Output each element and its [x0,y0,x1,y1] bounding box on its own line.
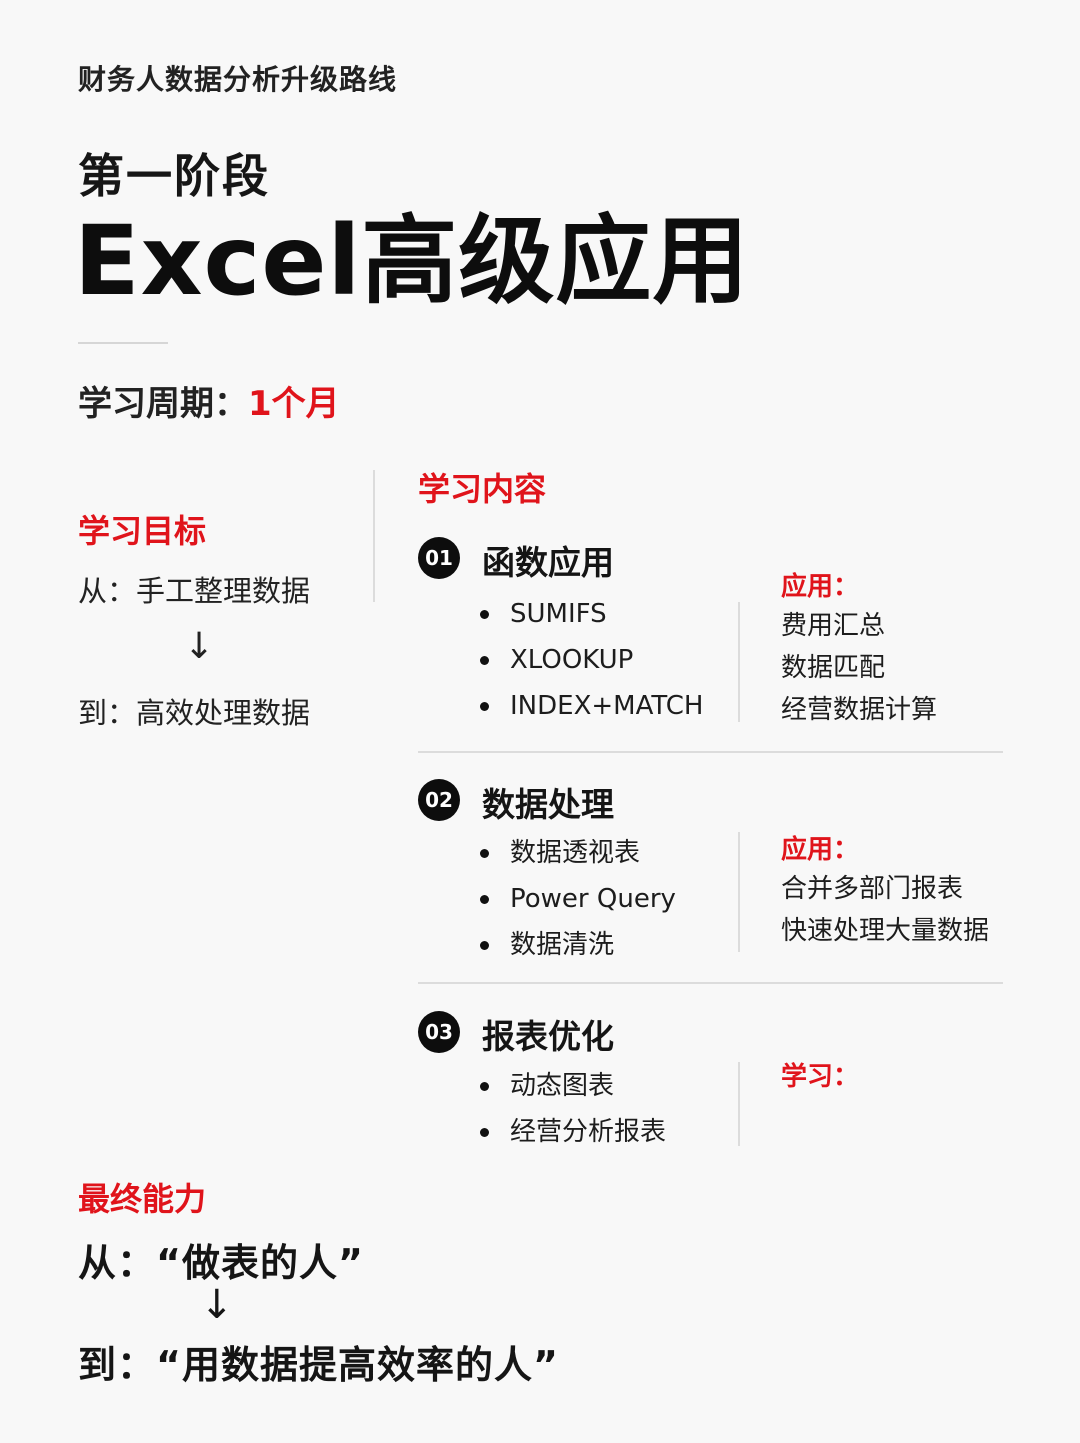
study-period: 学习周期：1个月 [78,376,340,425]
list-item: 动态图表 [480,1063,666,1109]
down-arrow-icon: ↓ [184,626,215,667]
goal-from: 从：手工整理数据 [78,574,311,608]
goal-to: 到：高效处理数据 [78,696,311,730]
study-label: 学习： [781,1062,860,1092]
list-item: XLOOKUP [480,637,703,683]
final-to: 到：“用数据提高效率的人” [78,1343,559,1387]
list-item: INDEX+MATCH [480,683,703,729]
application-list: 合并多部门报表 快速处理大量数据 [781,868,989,952]
list-item: SUMIFS [480,591,703,637]
column-divider [373,470,375,602]
page-title: Excel高级应用 [74,205,750,317]
down-arrow-icon: ↓ [200,1282,234,1328]
final-ability-heading: 最终能力 [78,1180,207,1218]
series-title: 财务人数据分析升级路线 [78,63,398,96]
application-item: 合并多部门报表 [781,874,964,904]
section-items: 动态图表 经营分析报表 [480,1063,666,1155]
section-number-badge: 02 [418,779,460,821]
title-divider [78,342,168,344]
goal-heading: 学习目标 [78,512,207,550]
section-divider [738,602,740,722]
list-item: 数据透视表 [480,830,676,876]
section-separator [418,982,1003,984]
section-items: SUMIFS XLOOKUP INDEX+MATCH [480,591,703,729]
section-items: 数据透视表 Power Query 数据清洗 [480,830,676,968]
final-from: 从：“做表的人” [78,1241,364,1285]
list-item: 数据清洗 [480,922,676,968]
stage-label: 第一阶段 [78,149,270,203]
section-title: 数据处理 [482,785,614,824]
application-list: 费用汇总 数据匹配 经营数据计算 [781,605,937,731]
application-label: 应用： [781,835,860,865]
study-period-label: 学习周期： [78,384,248,424]
list-item: 经营分析报表 [480,1109,666,1155]
application-item: 经营数据计算 [781,695,938,725]
content-heading: 学习内容 [418,470,547,508]
study-period-value: 1个月 [248,384,340,424]
section-title: 函数应用 [482,543,614,582]
section-title: 报表优化 [482,1017,614,1056]
application-item: 费用汇总 [781,611,886,641]
section-separator [418,751,1003,753]
section-divider [738,832,740,952]
application-item: 数据匹配 [781,653,886,683]
application-label: 应用： [781,572,860,602]
application-item: 快速处理大量数据 [781,916,990,946]
section-number-badge: 03 [418,1011,460,1053]
section-number-badge: 01 [418,537,460,579]
section-divider [738,1062,740,1146]
list-item: Power Query [480,876,676,922]
